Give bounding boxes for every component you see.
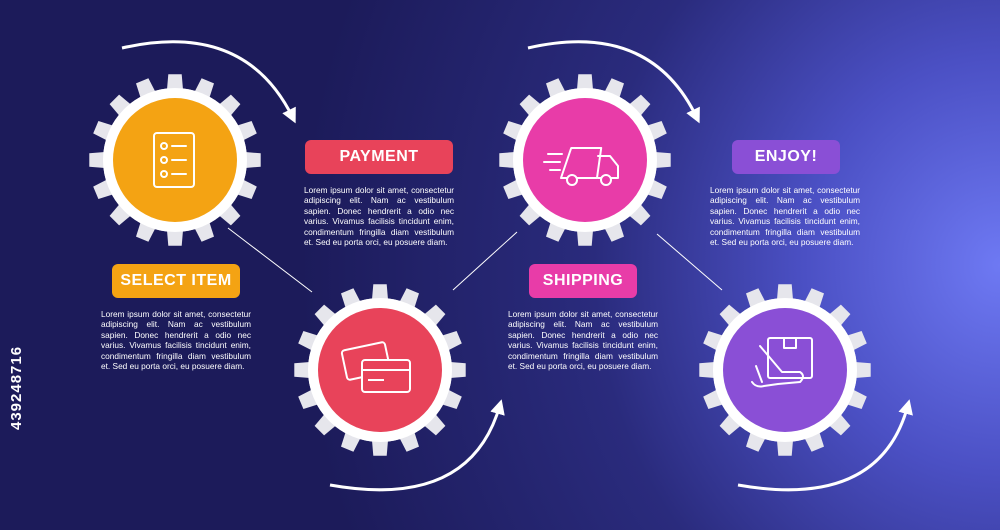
curved-arrow-4 xyxy=(737,399,913,492)
step-description-shipping: Lorem ipsum dolor sit amet, consectetur … xyxy=(508,309,658,372)
connector-line-1-2 xyxy=(227,227,313,293)
gear-shipping-circle xyxy=(523,98,647,222)
step-label-shipping: SHIPPING xyxy=(529,264,637,298)
package-hand-icon xyxy=(751,337,813,388)
step-label-enjoy: ENJOY! xyxy=(732,140,840,174)
delivery-truck-icon xyxy=(543,147,619,186)
gear-enjoy xyxy=(699,284,871,456)
connector-line-2-3 xyxy=(452,231,518,291)
gear-enjoy-circle xyxy=(723,308,847,432)
gear-shipping xyxy=(499,74,671,246)
step-label-select-item: SELECT ITEM xyxy=(112,264,240,298)
step-label-payment: PAYMENT xyxy=(305,140,453,174)
checklist-icon xyxy=(153,132,195,188)
curved-arrow-2 xyxy=(329,399,505,492)
step-description-select-item: Lorem ipsum dolor sit amet, consectetur … xyxy=(101,309,251,372)
step-description-payment: Lorem ipsum dolor sit amet, consectetur … xyxy=(304,185,454,248)
connector-line-3-4 xyxy=(656,233,723,291)
credit-cards-icon xyxy=(340,341,411,393)
curved-arrow-3 xyxy=(527,40,700,124)
stock-id-watermark: 439248716 xyxy=(8,345,25,430)
step-description-enjoy: Lorem ipsum dolor sit amet, consectetur … xyxy=(710,185,860,248)
curved-arrow-1 xyxy=(121,40,296,124)
